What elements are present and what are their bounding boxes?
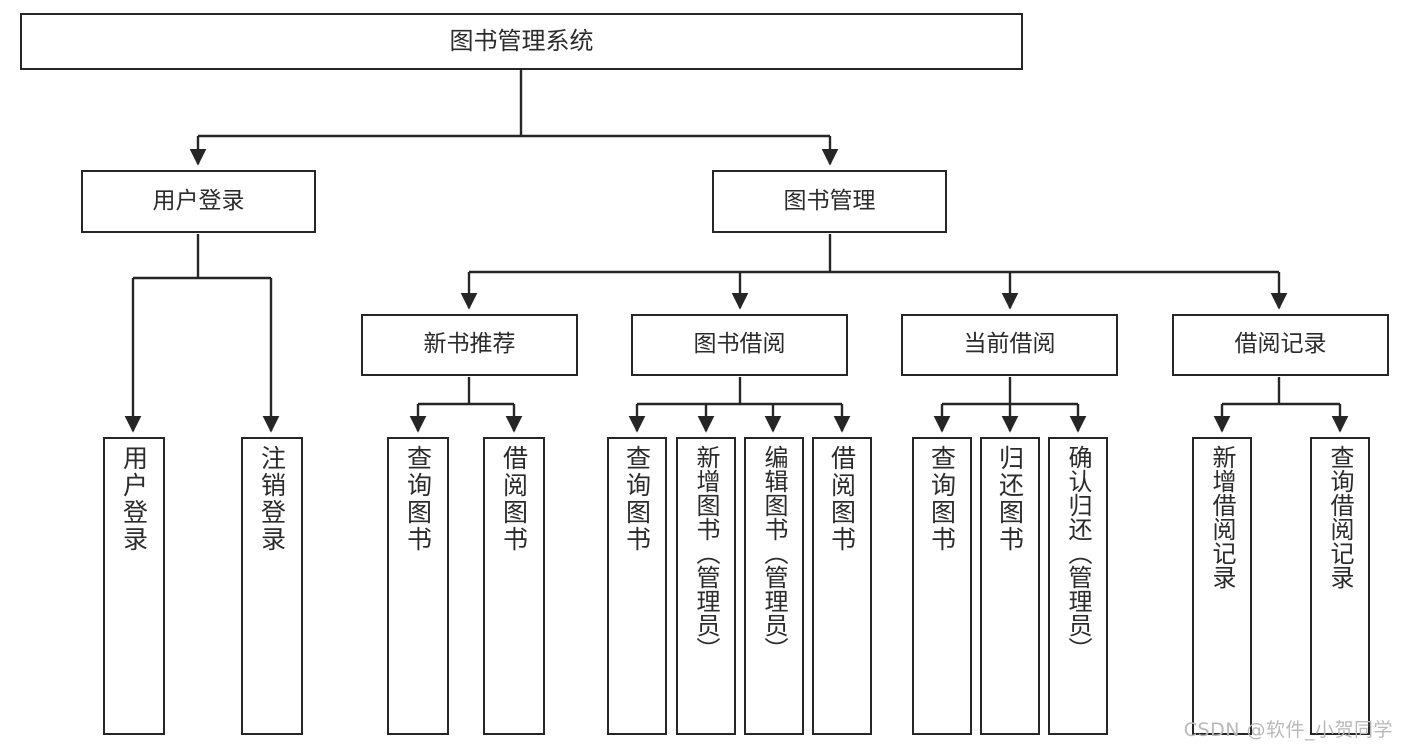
node-root-system[interactable]: 图书管理系统 <box>20 13 1023 70</box>
node-current-borrow[interactable]: 当前借阅 <box>901 314 1118 376</box>
node-label: 注销登录 <box>257 445 287 553</box>
node-label: 用户登录 <box>152 187 245 214</box>
node-book-borrow[interactable]: 图书借阅 <box>631 314 848 376</box>
node-label: 图书借阅 <box>693 331 786 358</box>
csdn-watermark: CSDN @软件_小贺同学 <box>1183 719 1393 741</box>
node-label: 当前借阅 <box>963 331 1056 358</box>
node-label: 借阅图书 <box>499 445 529 553</box>
node-label: 查询借阅记录 <box>1326 445 1354 589</box>
node-label: 查询图书 <box>927 445 957 553</box>
node-label: 图书管理 <box>783 187 876 214</box>
leaf-current-borrow-2[interactable]: 确认归还（管理员） <box>1048 437 1108 735</box>
node-label: 新增图书（管理员） <box>692 445 720 661</box>
node-label: 新书推荐 <box>423 331 516 358</box>
node-book-management[interactable]: 图书管理 <box>712 170 947 233</box>
leaf-new-book-recommend-1[interactable]: 借阅图书 <box>483 437 545 735</box>
leaf-book-borrow-2[interactable]: 编辑图书（管理员） <box>744 437 804 735</box>
node-label: 借阅图书 <box>827 445 857 553</box>
leaf-current-borrow-0[interactable]: 查询图书 <box>912 437 972 735</box>
leaf-borrow-record-1[interactable]: 查询借阅记录 <box>1310 437 1370 735</box>
node-label: 查询图书 <box>403 445 433 553</box>
node-label: 确认归还（管理员） <box>1064 445 1092 661</box>
leaf-book-borrow-1[interactable]: 新增图书（管理员） <box>676 437 736 735</box>
node-label: 图书管理系统 <box>449 27 594 56</box>
node-new-book-recommend[interactable]: 新书推荐 <box>361 314 578 376</box>
node-label: 新增借阅记录 <box>1208 445 1236 589</box>
leaf-user-login-1[interactable]: 注销登录 <box>241 437 303 735</box>
node-label: 编辑图书（管理员） <box>760 445 788 661</box>
leaf-borrow-record-0[interactable]: 新增借阅记录 <box>1192 437 1252 735</box>
node-user-login[interactable]: 用户登录 <box>81 170 316 233</box>
leaf-current-borrow-1[interactable]: 归还图书 <box>980 437 1040 735</box>
node-label: 用户登录 <box>119 445 149 553</box>
node-label: 归还图书 <box>995 445 1025 553</box>
leaf-book-borrow-0[interactable]: 查询图书 <box>607 437 667 735</box>
leaf-book-borrow-3[interactable]: 借阅图书 <box>812 437 872 735</box>
node-borrow-record[interactable]: 借阅记录 <box>1172 314 1389 376</box>
leaf-user-login-0[interactable]: 用户登录 <box>103 437 165 735</box>
node-label: 查询图书 <box>622 445 652 553</box>
node-label: 借阅记录 <box>1234 331 1327 358</box>
leaf-new-book-recommend-0[interactable]: 查询图书 <box>387 437 449 735</box>
